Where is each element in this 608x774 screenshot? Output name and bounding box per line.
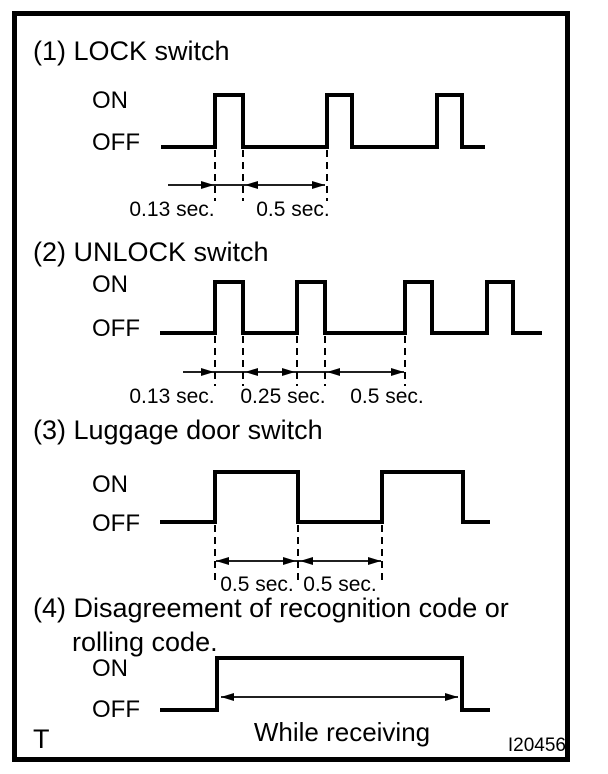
arrowhead-right: [283, 557, 296, 565]
arrowhead-right: [445, 693, 458, 701]
luggage-door-switch-waveform-group: ON OFF 0.5 sec. 0.5 sec.: [92, 470, 490, 596]
footer-t-label: T: [33, 724, 50, 754]
dim-label-013: 0.13 sec.: [129, 198, 214, 221]
dim-label-013: 0.13 sec.: [129, 385, 214, 408]
dim-label-05: 0.5 sec.: [256, 198, 330, 221]
lock-switch-waveform-group: ON OFF 0.13 sec. 0.5 sec.: [92, 87, 485, 221]
figure-border: [12, 11, 570, 762]
code-disagreement-waveform-group: ON OFF While receiving: [92, 655, 490, 747]
section-4-title-line2: rolling code.: [72, 627, 218, 657]
arrowhead-right: [282, 368, 295, 376]
figure-id: I20456: [507, 735, 566, 756]
off-label: OFF: [92, 696, 140, 723]
arrowhead-left: [245, 368, 258, 376]
section-3-title: (3) Luggage door switch: [33, 415, 323, 445]
arrowhead-right: [312, 181, 325, 189]
luggage-door-switch-waveform: [160, 470, 490, 524]
dim-label-025: 0.25 sec.: [240, 385, 325, 408]
arrowhead-left: [300, 557, 313, 565]
lock-switch-waveform: [161, 93, 485, 149]
section-2-title: (2) UNLOCK switch: [33, 237, 269, 267]
on-label: ON: [92, 271, 128, 298]
on-label: ON: [92, 655, 128, 682]
unlock-switch-waveform-group: ON OFF 0.13 sec. 0.25 sec. 0.5 sec.: [92, 271, 542, 408]
arrowhead-left: [327, 368, 340, 376]
while-receiving-label: While receiving: [254, 717, 430, 747]
dim-label-05: 0.5 sec.: [350, 385, 424, 408]
off-label: OFF: [92, 315, 140, 342]
on-label: ON: [92, 471, 128, 498]
unlock-switch-waveform: [160, 280, 542, 335]
section-1-title: (1) LOCK switch: [33, 36, 230, 66]
arrowhead-right: [201, 181, 214, 189]
arrowhead-right: [368, 557, 381, 565]
dim-label-05-a: 0.5 sec.: [220, 573, 294, 596]
arrowhead-left: [245, 181, 258, 189]
arrowhead-left: [221, 693, 234, 701]
dim-label-05-b: 0.5 sec.: [303, 573, 377, 596]
section-4-title-line1: (4) Disagreement of recognition code or: [33, 593, 509, 623]
on-label: ON: [92, 87, 128, 114]
arrowhead-right: [391, 368, 404, 376]
off-label: OFF: [92, 129, 140, 156]
code-disagreement-waveform: [160, 656, 490, 712]
arrowhead-right: [201, 368, 214, 376]
off-label: OFF: [92, 510, 140, 537]
arrowhead-left: [216, 557, 229, 565]
